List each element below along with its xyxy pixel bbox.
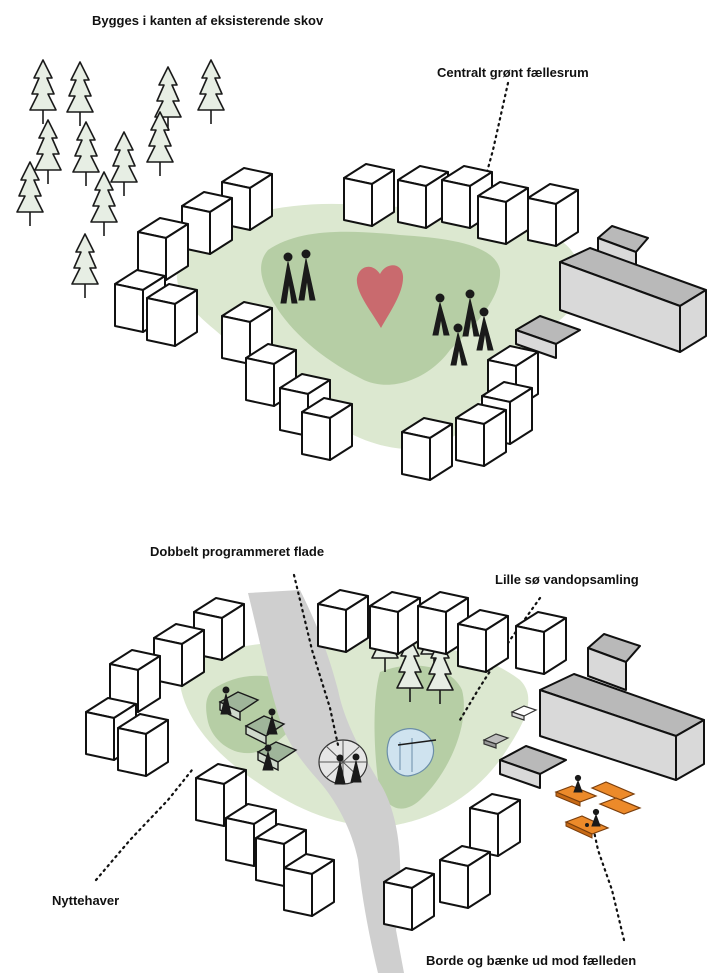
pine-tree-icon [90, 171, 118, 236]
cube-house-icon [301, 397, 353, 461]
table-bench-icon [554, 785, 598, 807]
pine-tree-icon [34, 119, 62, 184]
cube-house-icon [181, 191, 233, 255]
pine-tree-icon [146, 111, 174, 176]
person-icon [298, 249, 316, 301]
people-icon [280, 249, 494, 366]
pine-tree-icon [426, 639, 454, 704]
cube-house-icon [397, 165, 449, 229]
garden-beds-group [218, 686, 298, 772]
table-bench-icon [564, 815, 610, 839]
pine-tree-icon [197, 59, 225, 124]
cube-house-icon [383, 867, 435, 931]
person-icon [591, 808, 601, 827]
label-forest-edge: Bygges i kanten af eksisterende skov [92, 13, 324, 28]
cube-house-icon [153, 623, 205, 687]
cube-house-icon [455, 403, 507, 467]
leader-tables-benches [590, 820, 626, 942]
label-tables-benches: Borde og bænke ud mod fælleden [426, 953, 636, 968]
cube-house-icon [515, 611, 567, 675]
person-icon [476, 307, 494, 351]
person-icon [266, 708, 278, 735]
pine-tree-icon [110, 131, 138, 196]
cube-house-icon [369, 591, 421, 655]
garden-bed-icon [244, 715, 286, 746]
pond-icon [386, 728, 437, 777]
houses-top [114, 163, 579, 481]
person-icon [280, 252, 298, 304]
cube-house-icon [283, 853, 335, 917]
person-icon [432, 293, 450, 336]
person-icon [262, 744, 274, 771]
car-icon [482, 733, 510, 749]
cube-house-icon [477, 181, 529, 245]
cube-house-icon [439, 845, 491, 909]
pine-tree-icon [66, 61, 94, 126]
heart-icon [356, 265, 404, 328]
cube-house-icon [469, 793, 521, 857]
cube-house-icon [193, 597, 245, 661]
leader-kitchen-gardens [94, 768, 194, 882]
leader-double-programmed-surface [292, 573, 340, 747]
leader-small-pond [458, 596, 542, 722]
label-small-pond: Lille sø vandopsamling [495, 572, 639, 587]
person-icon [462, 289, 480, 337]
cube-house-icon [146, 283, 198, 347]
pine-tree-icon [72, 121, 100, 186]
label-double-programmed-surface: Dobbelt programmeret flade [150, 544, 324, 559]
plaza-circle-icon [318, 739, 368, 785]
road-icon [248, 590, 404, 973]
person-icon [350, 753, 362, 783]
building-wing-icon [515, 225, 707, 359]
person-icon [220, 686, 232, 715]
label-central-green-space: Centralt grønt fællesrum [437, 65, 589, 80]
cube-house-icon [457, 609, 509, 673]
tables-benches-group [554, 774, 642, 839]
cube-house-icon [401, 417, 453, 481]
cube-house-icon [117, 713, 169, 777]
cube-house-icon [343, 163, 395, 227]
pine-tree-icon [71, 233, 99, 298]
cube-house-icon [317, 589, 369, 653]
person-icon [450, 323, 468, 366]
table-bench-icon [590, 781, 642, 815]
person-icon [573, 774, 583, 793]
houses-bottom [85, 589, 567, 931]
bottom-diagram: Dobbelt programmeret flade Lille sø vand… [52, 544, 705, 973]
top-diagram: Bygges i kanten af eksisterende skov Cen… [16, 13, 707, 481]
pine-tree-icon [396, 637, 424, 702]
label-kitchen-gardens: Nyttehaver [52, 893, 119, 908]
person-icon [334, 754, 346, 785]
car-icon [510, 705, 538, 721]
forest-group [16, 59, 225, 298]
cube-house-icon [137, 217, 189, 281]
cube-house-icon [527, 183, 579, 247]
building-wing-icon [499, 633, 705, 789]
pine-tree-icon [16, 161, 44, 226]
pine-tree-icon [29, 59, 57, 124]
